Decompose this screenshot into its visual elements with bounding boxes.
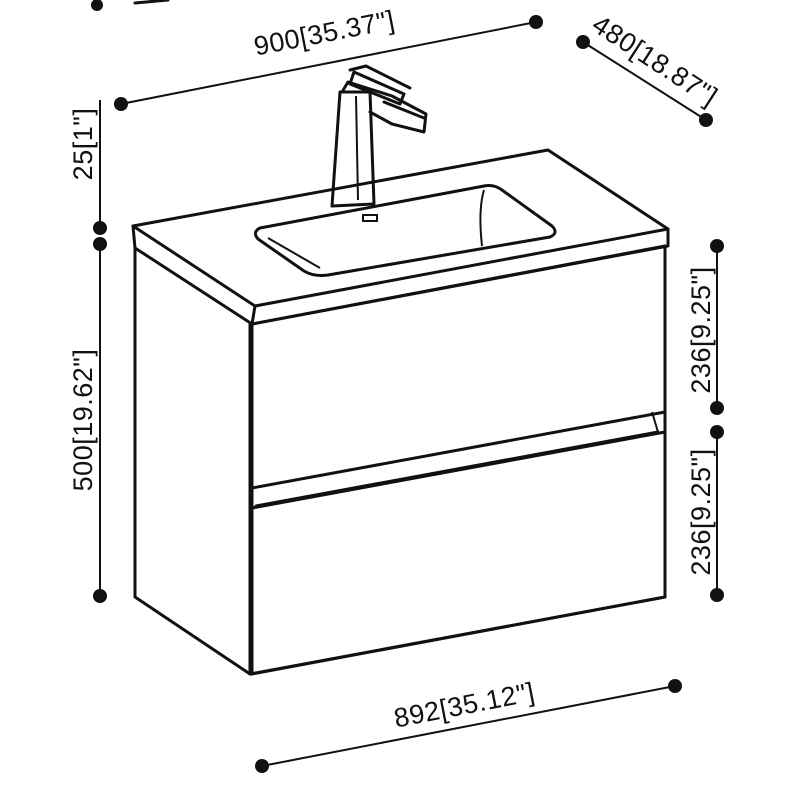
dim-width-top: 900[35.37"] (114, 5, 543, 111)
dim-width-cabinet: 892[35.12"] (255, 677, 682, 773)
dim-drawer-lower: 236[9.25"] (686, 425, 724, 602)
dim-depth: 480[18.87"] (576, 9, 723, 127)
drawer-lower (250, 430, 667, 676)
dim-drawer-upper-label: 236[9.25"] (686, 266, 716, 393)
countertop (131, 148, 670, 326)
dim-drawer-lower-label: 236[9.25"] (686, 448, 716, 575)
faucet (330, 64, 428, 208)
dim-cabinet-height-label: 500[19.62"] (68, 349, 98, 492)
dim-width-cabinet-label: 892[35.12"] (391, 677, 537, 734)
sink-basin (253, 184, 557, 277)
dim-top-thickness: 25[1"] (68, 100, 107, 235)
drain-icon (362, 214, 378, 222)
dim-drawer-upper: 236[9.25"] (686, 239, 724, 415)
dim-top-thickness-label: 25[1"] (68, 108, 98, 181)
cropped-mark (91, 0, 170, 11)
dim-cabinet-height: 500[19.62"] (68, 237, 107, 603)
drawer-upper (250, 244, 667, 508)
dim-depth-label: 480[18.87"] (587, 9, 723, 112)
